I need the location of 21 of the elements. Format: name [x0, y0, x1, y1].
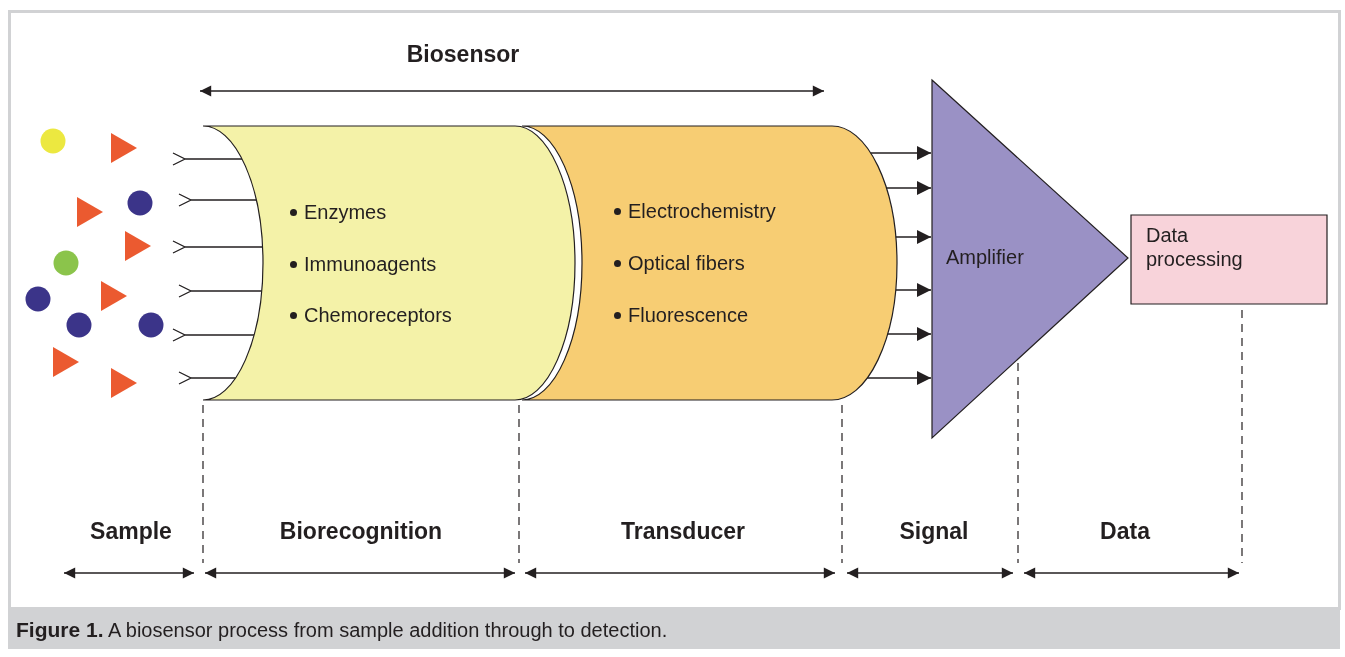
list-item: Fluorescence: [628, 303, 749, 327]
dimension-label: Biosensor: [406, 40, 520, 68]
arrow: [885, 180, 932, 196]
list-item: Chemoreceptors: [304, 303, 452, 327]
stage-label: Transducer: [621, 517, 745, 545]
arrow: [886, 326, 932, 342]
list-item: Optical fibers: [628, 251, 745, 275]
stage-label: Data: [1100, 517, 1150, 545]
list-item: Immunoagents: [304, 252, 437, 276]
stage-label: Signal: [899, 517, 969, 545]
arrow: [866, 370, 932, 386]
arrow: [895, 229, 932, 245]
stage-label: Biorecognition: [279, 517, 443, 545]
list-item: Enzymes: [304, 200, 387, 224]
figure-caption: Figure 1. A biosensor process from sample addition through to detection.: [16, 618, 668, 642]
arrow: [869, 145, 932, 161]
stage-label: Sample: [90, 517, 172, 545]
list-item: Electrochemistry: [628, 199, 776, 223]
arrow: [894, 282, 932, 298]
node-label: Amplifier: [946, 245, 1024, 269]
node-label: Data processing: [1146, 223, 1244, 271]
